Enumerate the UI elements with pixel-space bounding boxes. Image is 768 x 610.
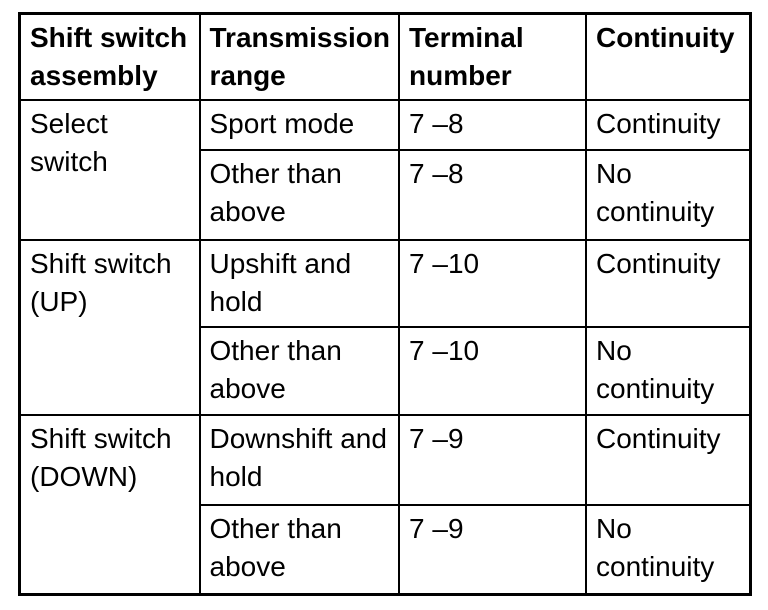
header-cell-terminal: Terminal number xyxy=(398,12,588,101)
continuity-table-container: Shift switch assembly Transmission range… xyxy=(18,12,752,596)
continuity-cell: No continuity xyxy=(585,504,752,595)
continuity-cell: No continuity xyxy=(585,326,752,416)
header-cell-range: Transmission range xyxy=(198,12,401,101)
terminal-cell: 7 –8 xyxy=(398,99,588,151)
table-row: Shift switch (UP) Upshift and hold 7 –10… xyxy=(18,239,752,416)
header-row: Shift switch assembly Transmission range… xyxy=(18,12,752,101)
terminal-cell: 7 –10 xyxy=(398,326,588,416)
continuity-cell: Continuity xyxy=(585,239,752,328)
continuity-cell: Continuity xyxy=(585,99,752,151)
range-cell: Other than above xyxy=(198,149,401,241)
table-row: Other than above 7 –8 No continuity xyxy=(20,149,752,241)
range-cell: Upshift and hold xyxy=(198,239,401,328)
range-cell: Other than above xyxy=(198,504,401,595)
terminal-cell: 7 –9 xyxy=(398,414,588,506)
assembly-cell-select-switch: Select switch xyxy=(18,99,201,241)
table-row: Other than above 7 –9 No continuity xyxy=(20,504,752,595)
assembly-cell-shift-switch-down: Shift switch (DOWN) xyxy=(18,414,201,595)
range-cell: Other than above xyxy=(198,326,401,416)
header-cell-continuity: Continuity xyxy=(585,12,752,101)
range-cell: Sport mode xyxy=(198,99,401,151)
continuity-cell: No continuity xyxy=(585,149,752,241)
assembly-cell-shift-switch-up: Shift switch (UP) xyxy=(18,239,201,416)
table-row: Shift switch (DOWN) Downshift and hold 7… xyxy=(18,414,752,595)
terminal-cell: 7 –8 xyxy=(398,149,588,241)
continuity-cell: Continuity xyxy=(585,414,752,506)
terminal-cell: 7 –9 xyxy=(398,504,588,595)
terminal-cell: 7 –10 xyxy=(398,239,588,328)
header-cell-assembly: Shift switch assembly xyxy=(18,12,201,101)
range-cell: Downshift and hold xyxy=(198,414,401,506)
table-row: Select switch Sport mode 7 –8 Continuity xyxy=(18,99,752,241)
table-row: Other than above 7 –10 No continuity xyxy=(20,326,752,416)
continuity-check-table: Shift switch assembly Transmission range… xyxy=(18,12,752,596)
